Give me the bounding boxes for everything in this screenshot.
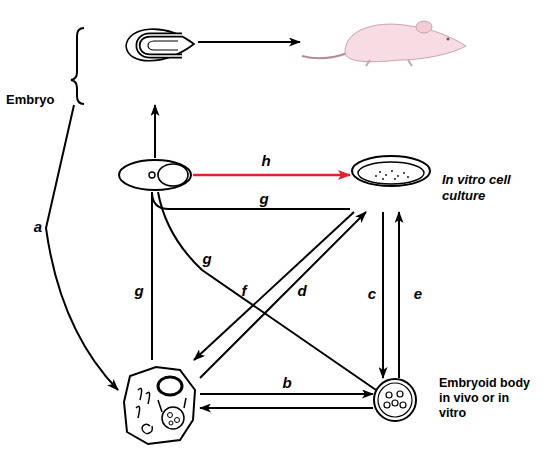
drawing-part: [378, 383, 412, 417]
drawing-part: [382, 178, 384, 180]
drawing-part: [158, 398, 186, 412]
drawing-part: [148, 41, 178, 50]
drawing-part: [345, 24, 466, 62]
drawing-part: [168, 413, 173, 418]
drawing-part: [385, 174, 387, 176]
drawing-part: [386, 392, 392, 398]
drawing-part: [71, 28, 84, 104]
edge-letter: g: [134, 282, 143, 299]
drawing-part: [158, 377, 182, 395]
embryoid-body-outline: [373, 378, 417, 422]
connector-arrow: [200, 393, 373, 395]
drawing-part: [158, 164, 188, 186]
drawing-part: [379, 171, 381, 173]
drawing-part: [149, 172, 155, 178]
drawing-part: [397, 391, 403, 397]
connector-arrow: [200, 212, 366, 378]
connector-arrow: [151, 192, 153, 360]
drawing-part: [384, 391, 406, 408]
drawing-part: [302, 52, 350, 58]
embryo-drawing: Embryo: [70, 20, 198, 105]
edge-letter: e: [414, 285, 422, 302]
drawing-part: [126, 29, 194, 61]
drawing-part: [136, 388, 150, 418]
connector-arrow: [194, 212, 354, 360]
drawing-part: [138, 35, 182, 56]
drawing-part: [384, 402, 390, 408]
node-label: In vitro cell culture: [442, 172, 520, 204]
drawing-part: [138, 35, 182, 56]
drawing-part: [124, 367, 195, 444]
drawing-part: [392, 400, 398, 406]
drawing-part: [394, 178, 396, 180]
drawing-part: [352, 156, 430, 186]
drawing-part: [391, 170, 393, 172]
drawing-part: [407, 176, 409, 178]
edge-letter: c: [368, 285, 376, 302]
edge-letter: a: [34, 218, 42, 235]
connector-arrow: [198, 41, 300, 43]
node-label: Embryo: [6, 92, 66, 108]
drawing-part: [397, 175, 399, 177]
blastocyst-drawing: [117, 158, 193, 192]
edge-letter: d: [297, 282, 306, 299]
edge-letter: g: [202, 250, 211, 267]
drawing-part: [375, 170, 409, 180]
mouse-drawing: [300, 10, 470, 70]
connector-arrow: [193, 174, 350, 177]
connector-arrow: [152, 192, 350, 209]
drawing-part: [374, 379, 416, 421]
teratoma-drawing-outline: [118, 360, 200, 448]
drawing-part: [358, 162, 424, 184]
drawing-part: [403, 172, 405, 174]
culture-dish-outline: [350, 152, 432, 212]
drawing-part: [162, 407, 184, 429]
connector-arrow: [154, 105, 156, 158]
drawing-part: [366, 60, 412, 66]
blastocyst-drawing-outline: [117, 158, 193, 192]
drawing-part: [119, 160, 191, 190]
edge-letter: g: [259, 190, 268, 207]
connector-arrow: [200, 407, 373, 409]
edge-letter: h: [261, 152, 270, 169]
connector-arrow: [398, 212, 400, 378]
mouse-drawing-outline: [300, 10, 470, 70]
drawing-part: [142, 424, 152, 433]
culture-dish: In vitro cell culture: [350, 152, 432, 212]
embryoid-body: Embryoid body in vivo or in vitro: [373, 378, 417, 422]
drawing-part: [175, 418, 180, 423]
drawing-part: [169, 421, 173, 425]
drawing-part: [375, 175, 377, 177]
connector-arrow: [158, 192, 376, 390]
connector-arrow: [46, 105, 118, 390]
edge-letter: b: [282, 374, 291, 391]
embryo-drawing-outline: [70, 20, 198, 105]
teratoma-drawing: [118, 360, 200, 448]
drawing-part: [446, 37, 449, 40]
node-label: Embryoid body in vivo or in vitro: [439, 376, 535, 421]
edge-letter: f: [242, 282, 247, 299]
connector-arrow: [382, 212, 384, 378]
drawing-part: [416, 21, 432, 33]
drawing-part: [400, 402, 406, 408]
